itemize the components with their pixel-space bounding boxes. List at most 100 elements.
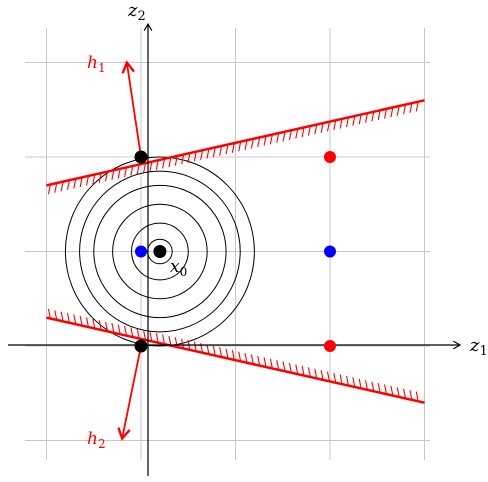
constraint-upper-line-hatch — [47, 184, 51, 195]
constraint-upper-line-hatch — [98, 172, 102, 183]
constraint-lower-line-hatch — [371, 381, 375, 392]
constraint-upper-line-hatch — [415, 101, 419, 112]
normal-vectors — [117, 60, 142, 441]
grid — [25, 28, 430, 460]
constraint-upper-line-hatch — [371, 111, 375, 122]
constraint-upper-line-hatch — [111, 170, 115, 180]
constraint-upper-line-hatch — [130, 165, 134, 176]
constraint-lower-line-hatch — [390, 385, 394, 396]
contour-circle — [79, 170, 241, 333]
contour-circle — [131, 222, 189, 281]
constraint-lower-line-hatch — [206, 344, 210, 355]
constraint-upper-line-hatch — [333, 120, 337, 131]
constraint-lower-line-hatch — [263, 357, 267, 368]
constraint-upper-line-hatch — [339, 118, 343, 129]
constraint-lower-line-hatch — [111, 323, 115, 333]
constraint-lower-line-hatch — [92, 318, 96, 329]
constraint-lower-line-hatch — [358, 378, 362, 389]
constraint-upper-line-hatch — [345, 117, 349, 128]
constraint-lower-line-hatch — [130, 327, 134, 338]
black-point — [134, 150, 148, 164]
constraint-upper-line-hatch — [54, 182, 58, 193]
constraint-upper-line-hatch — [168, 157, 172, 168]
constraint-upper-line-hatch — [282, 131, 286, 142]
constraint-lower-line-hatch — [396, 387, 400, 398]
constraint-upper-line-hatch — [396, 105, 400, 116]
red-point — [324, 340, 336, 352]
contour-circle — [112, 203, 208, 300]
blue-point — [135, 245, 147, 258]
blue-point — [324, 245, 336, 258]
constraint-lower-line-hatch — [365, 380, 369, 390]
constraint-lower-line-hatch — [149, 331, 153, 342]
constraint-upper-line-hatch — [85, 175, 89, 186]
constraint-upper-line-hatch — [288, 130, 292, 141]
z1-axis-label: z1 — [469, 335, 488, 359]
constraint-lower-line-hatch — [257, 355, 261, 366]
constraint-upper-line — [46, 99, 425, 187]
black-point — [153, 245, 167, 258]
constraint-lower-line-hatch — [314, 368, 318, 379]
constraint-upper-line-hatch — [263, 135, 267, 146]
constraint-lower-line-hatch — [85, 317, 89, 328]
constraint-upper-line-hatch — [60, 181, 64, 192]
constraint-lower-line-hatch — [162, 334, 166, 345]
black-point — [134, 339, 148, 353]
constraint-upper-line-hatch — [384, 108, 388, 119]
constraint-boundaries — [46, 99, 425, 404]
constraint-upper-line-hatch — [314, 124, 318, 135]
constraint-lower-line-hatch — [244, 352, 248, 363]
constraint-lower-line-hatch — [377, 382, 381, 393]
constraint-lower-line-hatch — [98, 320, 102, 331]
constraint-lower-line-hatch — [288, 362, 292, 373]
constraint-upper-line-hatch — [269, 134, 273, 145]
constraint-upper-line-hatch — [212, 147, 216, 158]
constraint-lower-line-hatch — [333, 372, 337, 383]
constraint-lower-line-hatch — [193, 341, 197, 352]
constraint-upper-line-hatch — [238, 141, 242, 152]
constraint-upper-line-hatch — [307, 125, 311, 136]
constraint-lower-line — [46, 316, 425, 404]
constraint-upper-line-hatch — [174, 155, 178, 166]
constraint-lower-line-hatch — [143, 330, 147, 341]
h1-arrow — [121, 60, 142, 158]
constraint-upper-line-hatch — [79, 177, 83, 188]
constraint-lower-line-hatch — [238, 351, 242, 362]
constraint-lower-line-hatch — [212, 345, 216, 356]
constraint-lower-line-hatch — [66, 313, 70, 323]
constraint-lower-line-hatch — [276, 360, 280, 371]
constraint-upper-line-hatch — [295, 128, 299, 139]
constraint-upper-line-hatch — [231, 142, 235, 153]
constraint-lower-line-hatch — [415, 391, 419, 402]
contour-circle — [64, 156, 255, 347]
z2-axis-label: z2 — [127, 0, 146, 24]
constraint-upper-line-hatch — [193, 151, 197, 162]
constraint-upper-line-hatch — [409, 103, 413, 113]
constraint-lower-line-hatch — [301, 365, 305, 376]
constraint-upper-line-hatch — [143, 162, 147, 173]
constraint-upper-line-hatch — [92, 174, 96, 185]
red-point — [324, 151, 336, 163]
constraint-upper-line-hatch — [66, 180, 70, 190]
constraint-upper-line-hatch — [187, 152, 191, 163]
constraint-upper-line-hatch — [155, 160, 159, 170]
constraint-lower-line-hatch — [384, 384, 388, 395]
constraint-upper-line-hatch — [352, 115, 356, 126]
constraint-lower-line-hatch — [339, 374, 343, 385]
h2-label: h2 — [87, 429, 106, 451]
constraint-upper-line-hatch — [244, 140, 248, 151]
constraint-lower-line-hatch — [181, 338, 185, 349]
constraint-upper-line-hatch — [124, 167, 128, 178]
constraint-lower-line-hatch — [105, 321, 109, 332]
constraint-lower-line-hatch — [168, 335, 172, 346]
h1-label: h1 — [87, 53, 106, 75]
constraint-upper-line-hatch — [301, 127, 305, 138]
constraint-lower-line-hatch — [47, 308, 51, 319]
constraint-upper-line-hatch — [117, 168, 121, 179]
constraint-lower-line-hatch — [403, 388, 407, 399]
contour-circle — [93, 184, 227, 319]
constraint-upper-line-hatch — [403, 104, 407, 115]
constraint-lower-line-hatch — [117, 324, 121, 335]
constraint-lower-line-hatch — [54, 310, 58, 321]
